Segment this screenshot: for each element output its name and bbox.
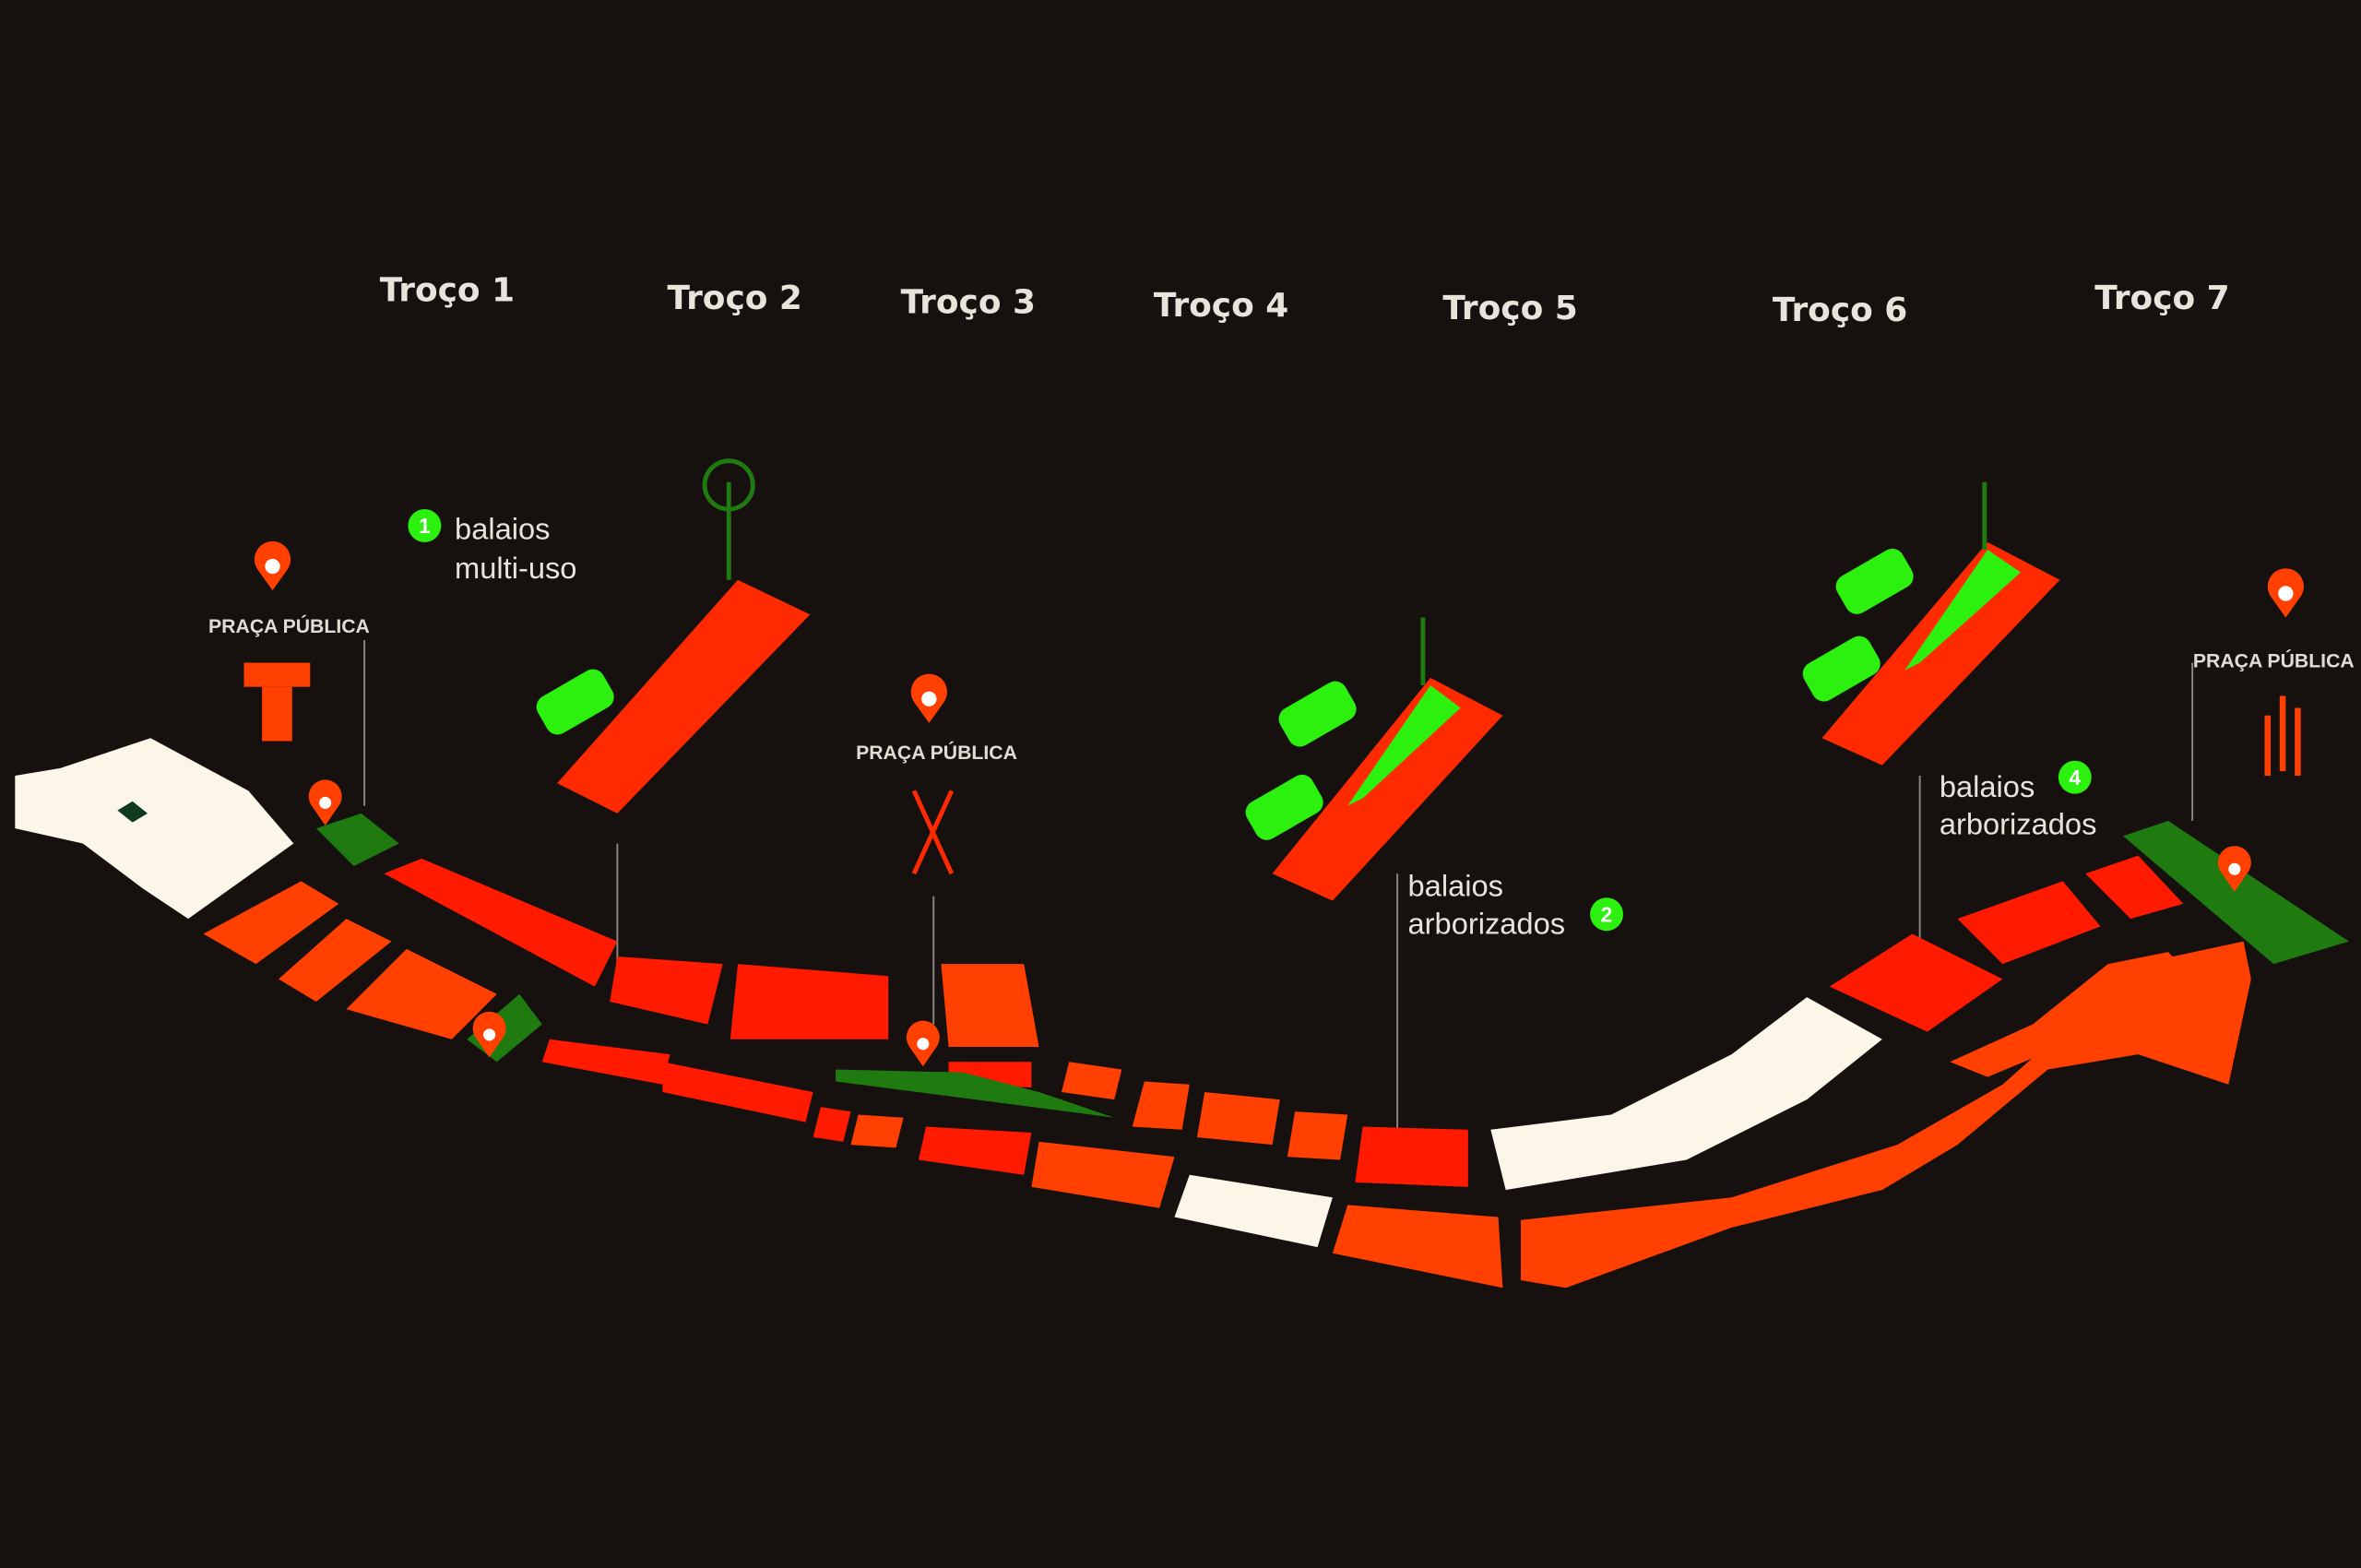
section-title-1: Troço 1 (380, 272, 515, 310)
bars-icon (2264, 695, 2301, 777)
section-title-2: Troço 2 (668, 279, 802, 317)
car-icon (1835, 548, 1914, 614)
badge (408, 508, 442, 542)
block (1196, 1091, 1280, 1146)
platform (1821, 541, 2060, 766)
platform-section-6 (1802, 481, 2060, 766)
block-dark-marker (117, 801, 148, 823)
block-cream (1174, 1174, 1333, 1248)
block (279, 919, 392, 1002)
block (941, 964, 1039, 1047)
callout-4: balaios arborizados 4 (1940, 760, 2097, 841)
block (1062, 1062, 1122, 1100)
location-pin-icon (906, 1020, 940, 1067)
platform-section-5 (1245, 617, 1503, 901)
badge-number: 4 (2069, 766, 2081, 790)
block (1132, 1081, 1190, 1130)
callout-1: 1 balaios multi-uso (408, 508, 576, 585)
block-cream-east (1490, 997, 1882, 1191)
block (1829, 933, 2003, 1032)
kiosk-icon (243, 662, 311, 742)
tower-icon (911, 790, 955, 875)
callout-line-2: arborizados (1940, 807, 2097, 841)
callout-line-2: arborizados (1408, 906, 1566, 940)
city-blocks (15, 738, 2251, 1289)
block (1031, 1141, 1175, 1208)
plaza-icons (243, 662, 2301, 875)
green-strip-center (836, 1069, 1115, 1118)
block (384, 858, 618, 987)
plaza-label-1: PRAÇA PÚBLICA (208, 614, 370, 637)
section-title-6: Troço 6 (1773, 291, 1907, 329)
block (1950, 952, 2206, 1077)
badge-number: 1 (419, 514, 431, 538)
block (850, 1114, 904, 1148)
planted-strip (1904, 550, 2022, 671)
car-icon (1245, 774, 1323, 840)
block-cream-west (15, 738, 294, 920)
location-pin-icon (308, 779, 342, 826)
section-title-7: Troço 7 (2094, 279, 2229, 317)
section-titles: Troço 1 Troço 2 Troço 3 Troço 4 Troço 5 … (380, 272, 2230, 329)
location-pin-icon (254, 540, 291, 591)
platform (1272, 677, 1503, 901)
callout-2: balaios arborizados 2 (1408, 869, 1623, 940)
block (1355, 1126, 1468, 1187)
callout-line-2: multi-uso (455, 551, 576, 585)
block (813, 1107, 851, 1142)
section-title-5: Troço 5 (1442, 290, 1577, 327)
block (1287, 1111, 1348, 1160)
callout-line-1: balaios (1408, 869, 1503, 903)
block (541, 1039, 670, 1085)
platform-section-2 (536, 458, 811, 814)
location-pin-icon (472, 1011, 506, 1058)
section-title-3: Troço 3 (901, 284, 1036, 322)
location-pin-icon (910, 673, 947, 723)
plaza-label-3: PRAÇA PÚBLICA (2193, 648, 2355, 671)
block (730, 964, 889, 1039)
block (1332, 1205, 1503, 1289)
planted-strip (1347, 685, 1461, 806)
block (1957, 881, 2101, 965)
block (610, 956, 723, 1025)
block (346, 948, 497, 1039)
car-icon (1278, 681, 1357, 747)
callout-line-1: balaios (455, 512, 550, 546)
car-icon (1802, 636, 1880, 702)
block (918, 1126, 1032, 1175)
callout-line-1: balaios (1940, 769, 2035, 803)
badge (1590, 897, 1623, 932)
location-pins (254, 540, 2304, 1067)
badge-number: 2 (1601, 902, 1613, 926)
plaza-label-2: PRAÇA PÚBLICA (856, 741, 1017, 764)
block (2085, 855, 2184, 920)
location-pin-icon (2267, 568, 2304, 618)
badge (2058, 760, 2092, 794)
car-icon (536, 669, 614, 735)
block (203, 881, 339, 965)
block (662, 1062, 813, 1123)
section-title-4: Troço 4 (1154, 287, 1288, 325)
platform (557, 579, 811, 814)
green-strip-east (2123, 821, 2349, 965)
palm-crown (702, 458, 755, 512)
green-patch-west (315, 813, 399, 867)
location-pin-icon (2217, 846, 2251, 892)
